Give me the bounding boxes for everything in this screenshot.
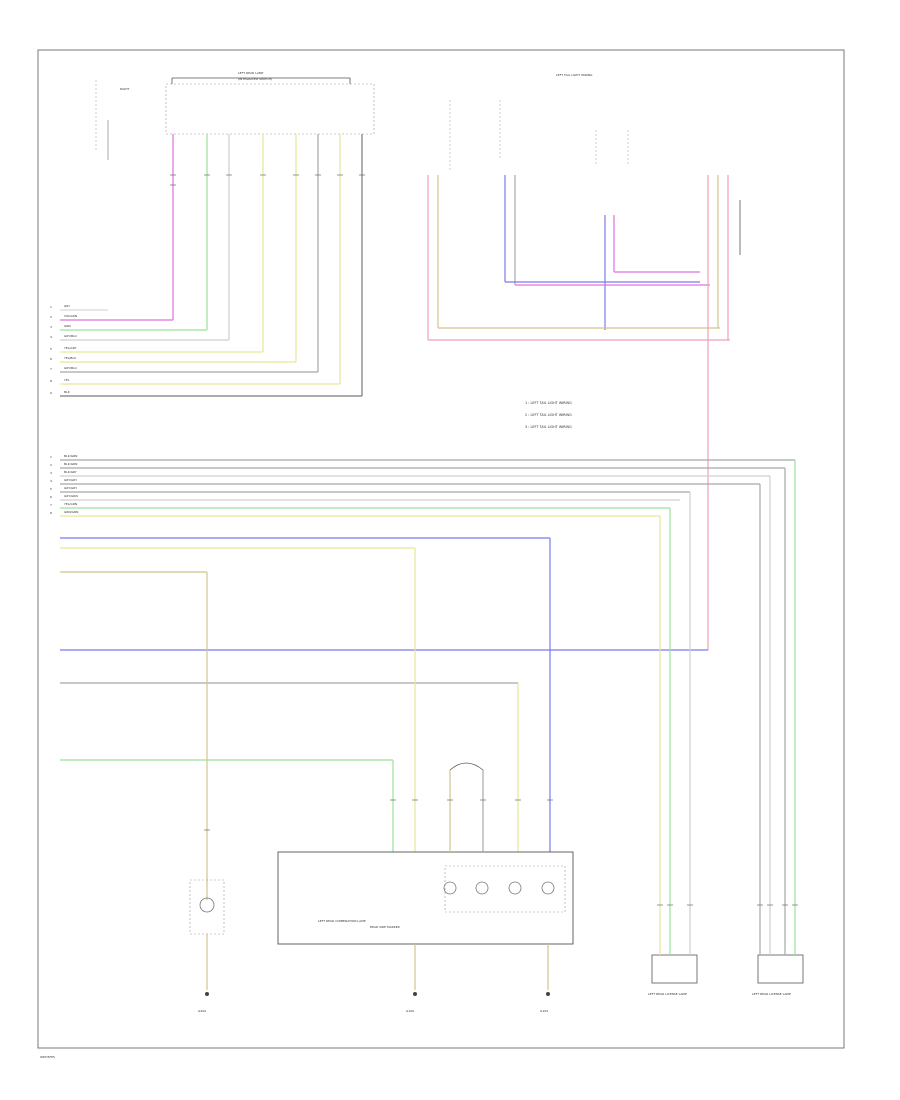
left-bus-num: 7 — [50, 367, 52, 371]
lower-module: LEFT REAR COMBINATION LAMP REAR SIDE MAR… — [277, 762, 574, 990]
grounds: G209 G106 G104 — [198, 992, 550, 1013]
middle-bus — [60, 459, 795, 761]
left-bus-wire-label: YEL/GRY — [64, 346, 77, 350]
top-left-block-label: LEFT REAR LAMP — [238, 71, 263, 75]
bulb-3 — [508, 881, 522, 895]
top-right-wires — [427, 175, 741, 650]
left-bus-num: 5 — [50, 347, 52, 351]
mid-bus-num: 5 — [50, 487, 52, 491]
left-bus-wire-label: GRY/BLU — [64, 334, 77, 338]
lower-right-label-2: LEFT REAR LICENSE LAMP — [752, 992, 791, 996]
top-left-block-sub: (INTEGRATED SWITCH) — [238, 77, 272, 81]
legend-notes: 1 : LEFT TAIL LIGHT WIRING 2 : LEFT TAIL… — [525, 401, 572, 429]
left-bus-num: 3 — [50, 325, 52, 329]
bulb-4 — [541, 881, 555, 895]
mid-bus-wire-label: BLK/GRN — [64, 462, 77, 466]
connector-ticks — [170, 174, 798, 906]
bulb-1 — [443, 881, 457, 895]
top-right-connector-group: LEFT TAIL LIGHT WIRING — [449, 73, 629, 170]
lower-module-dashed-area — [444, 865, 566, 913]
mid-bus-wire-label: GRY/GRN — [64, 494, 78, 498]
lower-module-sub: REAR SIDE MARKER — [370, 925, 400, 929]
mid-bus-num: 8 — [50, 511, 52, 515]
bulb-2 — [475, 881, 489, 895]
mid-bus-num: 1 — [50, 455, 52, 459]
left-bus-wire-label: GRY/BLU — [64, 366, 77, 370]
left-bus-wire-label: YEL — [64, 378, 70, 382]
ground-1 — [205, 992, 209, 996]
mid-bus-num: 3 — [50, 471, 52, 475]
top-left-vertical-wires — [107, 120, 363, 396]
left-bus — [60, 309, 362, 397]
legend-note-2: 2 : LEFT TAIL LIGHT WIRING — [525, 413, 572, 417]
top-left-note: RIGHT — [120, 87, 130, 91]
ground-3 — [546, 992, 550, 996]
ground-label-3: G104 — [540, 1009, 548, 1013]
left-lamp — [189, 879, 225, 990]
legend-note-3: 3 : LEFT TAIL LIGHT WIRING — [525, 425, 572, 429]
mid-bus-wire-label: YEL/GRN — [64, 502, 77, 506]
diagram-frame — [37, 49, 845, 1049]
lower-right-lamps: LEFT REAR LICENSE LAMP LEFT REAR LICENSE… — [648, 945, 804, 996]
center-top-block-label: LEFT TAIL LIGHT WIRING — [556, 73, 593, 77]
top-left-terminal-box — [165, 83, 375, 135]
mid-bus-wire-label: BLK/GRN — [64, 454, 77, 458]
left-bus-num: 1 — [50, 305, 52, 309]
mid-bus-wire-label: GRY/GRY — [64, 486, 77, 490]
left-bus-num: 8 — [50, 379, 52, 383]
left-bus-num: 9 — [50, 391, 52, 395]
mid-bus-wire-label: GRY/GRY — [64, 478, 77, 482]
left-bus-num: 6 — [50, 357, 52, 361]
ground-label-2: G106 — [406, 1009, 414, 1013]
left-bus-wire-label: GRN — [64, 324, 71, 328]
mid-bus-num: 7 — [50, 503, 52, 507]
ground-label-1: G209 — [198, 1009, 206, 1013]
mid-bus-wire-label: GRN/GRN — [64, 510, 78, 514]
lower-module-label: LEFT REAR COMBINATION LAMP — [318, 919, 366, 923]
left-bus-wire-label: BLK — [64, 390, 71, 394]
mid-bus-wire-label: BLK/GRY — [64, 470, 77, 474]
top-left-bracket — [172, 77, 351, 84]
mid-bus-num: 4 — [50, 479, 52, 483]
lower-module-box — [277, 851, 574, 945]
lower-vertical-wires — [206, 460, 796, 945]
left-bus-wire-label: YEL/BLU — [64, 356, 76, 360]
left-bus-wire-label: VIO/GRN — [64, 314, 77, 318]
left-bus-wire-label: GRY — [64, 304, 70, 308]
lower-right-box-2 — [757, 954, 804, 984]
page-code: WDH3FPS — [40, 1055, 55, 1059]
mid-bus-num: 2 — [50, 463, 52, 467]
legend-note-1: 1 : LEFT TAIL LIGHT WIRING — [525, 401, 572, 405]
mid-bus-num: 6 — [50, 495, 52, 499]
lower-right-box-1 — [651, 954, 698, 984]
top-left-connector-group: LEFT REAR LAMP (INTEGRATED SWITCH) RIGHT — [95, 71, 375, 150]
left-bus-num: 2 — [50, 315, 52, 319]
ground-2 — [413, 992, 417, 996]
lower-right-label-1: LEFT REAR LICENSE LAMP — [648, 992, 687, 996]
left-lamp-bulb — [199, 897, 215, 913]
left-bus-num: 4 — [50, 335, 52, 339]
